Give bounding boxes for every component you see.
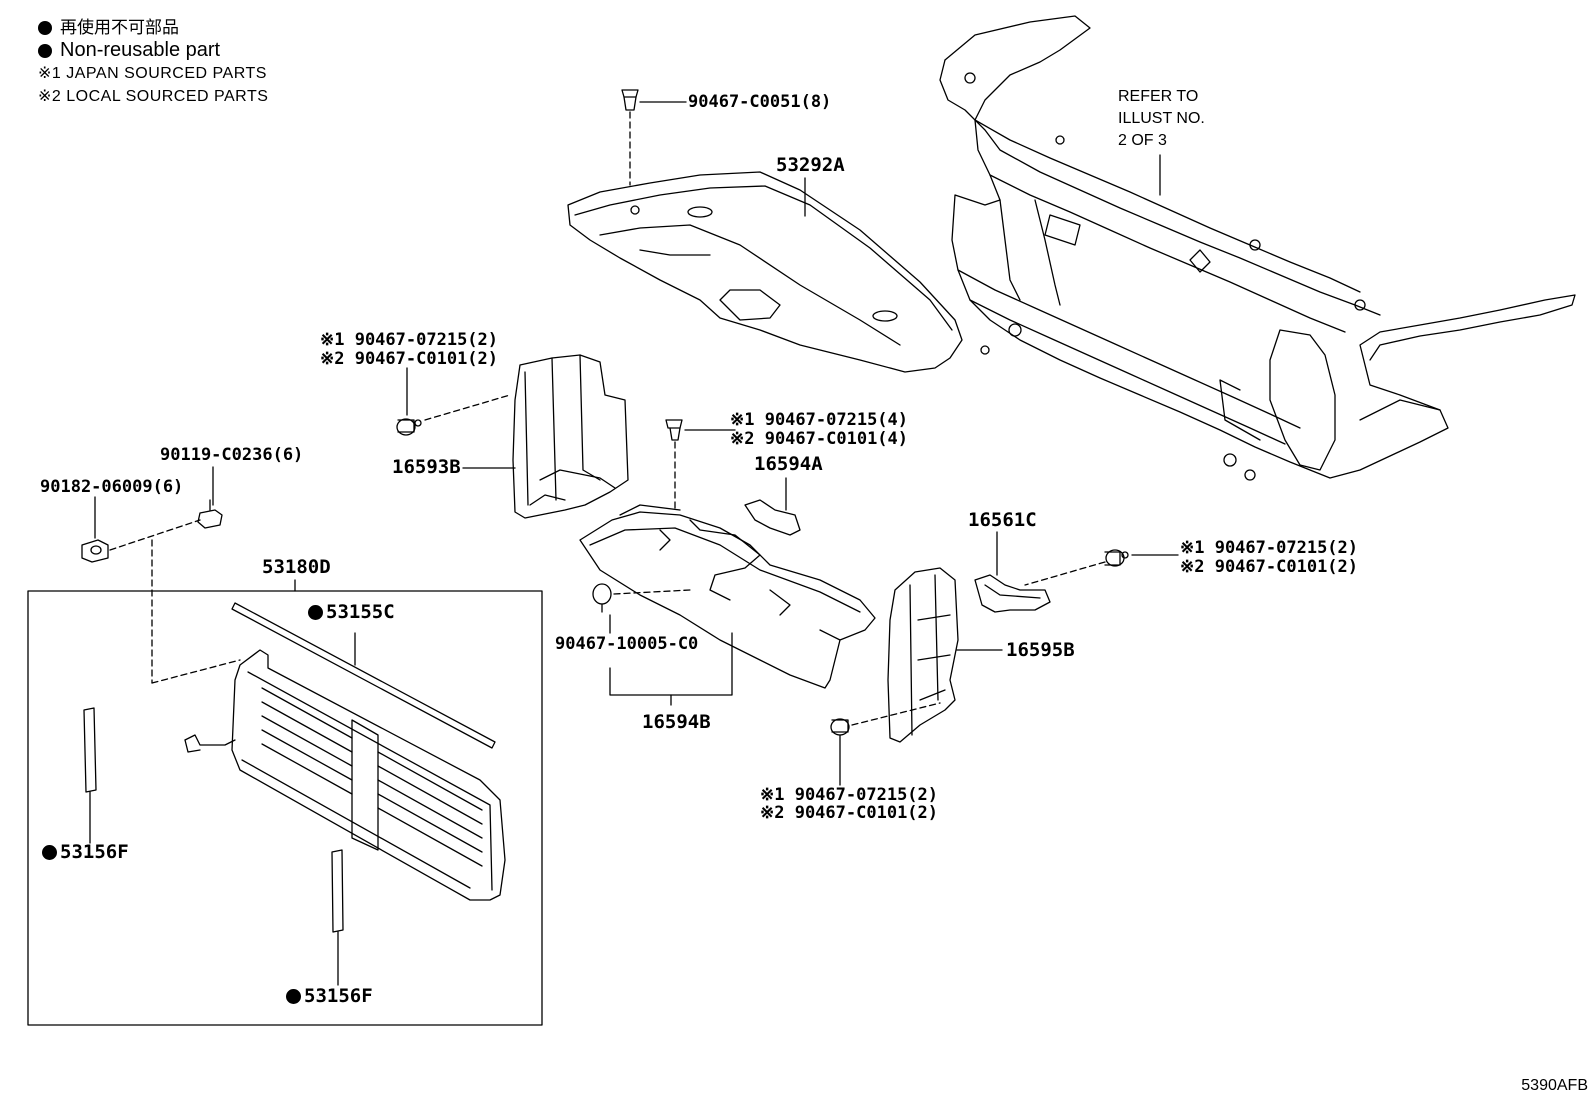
legend-text-jp: 再使用不可部品 — [60, 18, 179, 37]
label-seal-bottom: 53156F — [286, 986, 373, 1006]
clip-right — [1104, 549, 1129, 567]
label-nut: 90182-06009(6) — [40, 477, 184, 497]
clip-bottom — [830, 718, 850, 736]
legend-note-2: ※2 LOCAL SOURCED PARTS — [38, 88, 269, 105]
legend-row-en: Non-reusable part — [38, 39, 268, 62]
bullet-icon — [38, 20, 52, 35]
assembly-box-53180D — [27, 590, 543, 1026]
grille-shutter — [184, 649, 506, 901]
seal-53156F-bottom — [331, 849, 344, 933]
seal-bottom-text: 53156F — [304, 985, 373, 1007]
label-duct-right-small: 16561C — [968, 509, 1037, 531]
label-clip-right-1: ※1 90467-07215(2) — [1180, 538, 1359, 558]
radiator-support — [939, 15, 1576, 481]
label-clip-bottom-1: ※1 90467-07215(2) — [760, 785, 939, 805]
label-clip-lower: 90467-10005-C0 — [555, 634, 699, 654]
clip-90467-C0051 — [621, 89, 639, 111]
label-seal-top: 53155C — [308, 602, 395, 622]
refer-note-line-3: 2 OF 3 — [1118, 132, 1167, 149]
lower-cover-16594B — [579, 504, 876, 689]
label-clip-left-1: ※1 90467-07215(2) — [320, 330, 499, 350]
legend-row-jp: 再使用不可部品 — [38, 16, 268, 39]
label-bracket-mid: 16594A — [754, 453, 823, 475]
seal-53156F-left — [83, 707, 97, 793]
label-shutter-assy: 53180D — [262, 556, 331, 578]
refer-note-line-2: ILLUST NO. — [1118, 110, 1205, 127]
label-clip-mid-1: ※1 90467-07215(4) — [730, 410, 909, 430]
air-duct-16561C — [974, 574, 1051, 613]
nut-90182 — [81, 539, 109, 563]
clip-mid — [665, 419, 683, 441]
non-reusable-bullet-icon — [42, 845, 57, 860]
bolt-90119 — [197, 499, 223, 529]
refer-note: REFER TO ILLUST NO. 2 OF 3 — [1118, 86, 1205, 152]
label-duct-right: 16595B — [1006, 639, 1075, 661]
refer-note-line-1: REFER TO — [1118, 88, 1199, 105]
label-clip-right-2: ※2 90467-C0101(2) — [1180, 557, 1359, 577]
label-bolt: 90119-C0236(6) — [160, 445, 304, 465]
label-clip-mid-2: ※2 90467-C0101(4) — [730, 429, 909, 449]
bracket-16594A — [744, 499, 801, 536]
label-cover-top: 53292A — [776, 154, 845, 176]
legend: 再使用不可部品 Non-reusable part ※1 JAPAN SOURC… — [38, 16, 268, 108]
bullet-icon — [38, 43, 52, 58]
non-reusable-bullet-icon — [308, 605, 323, 620]
label-seal-left: 53156F — [42, 842, 129, 862]
seal-53155C — [231, 602, 496, 749]
label-duct-left: 16593B — [392, 456, 461, 478]
air-duct-16593B — [512, 354, 629, 519]
label-cover-mid: 16594B — [642, 711, 711, 733]
label-clip-bottom-2: ※2 90467-C0101(2) — [760, 803, 939, 823]
clip-left — [396, 418, 422, 436]
non-reusable-bullet-icon — [286, 989, 301, 1004]
seal-top-text: 53155C — [326, 601, 395, 623]
label-clip-left-2: ※2 90467-C0101(2) — [320, 349, 499, 369]
clip-90467-10005 — [592, 583, 612, 613]
label-clip-top: 90467-C0051(8) — [688, 92, 832, 112]
air-duct-16595B — [887, 567, 959, 743]
illustration-code: 5390AFB — [1521, 1077, 1588, 1094]
legend-text-en: Non-reusable part — [60, 39, 221, 61]
upper-cover-53292A — [567, 171, 963, 373]
legend-note-1: ※1 JAPAN SOURCED PARTS — [38, 65, 267, 82]
seal-left-text: 53156F — [60, 841, 129, 863]
